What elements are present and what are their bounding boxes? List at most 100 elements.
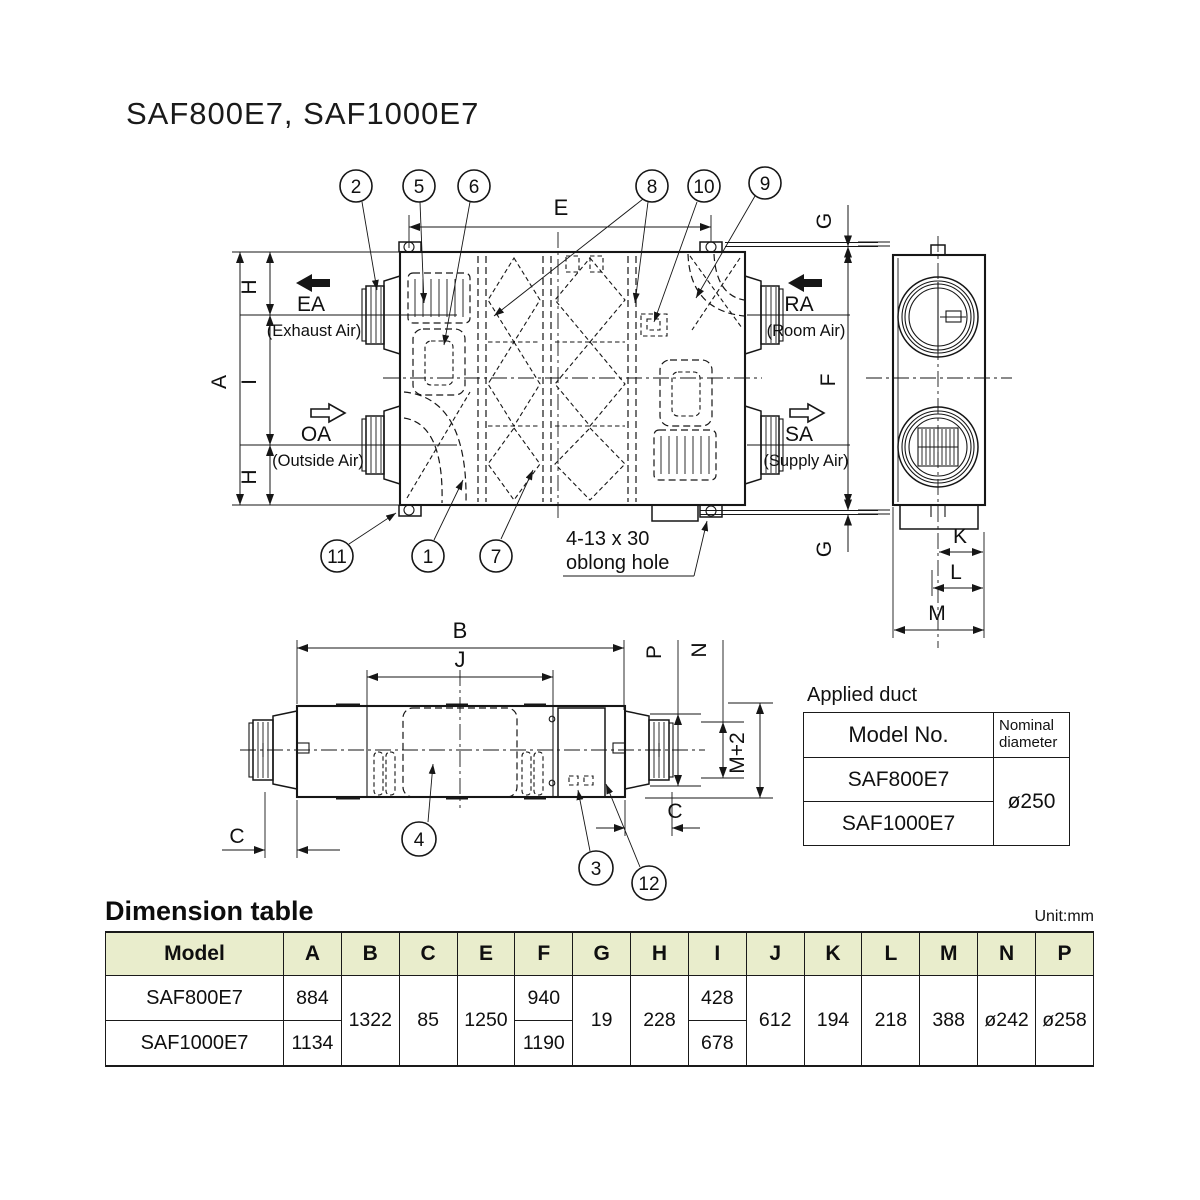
- col-header-g: G: [572, 931, 632, 976]
- dim-label-j: J: [455, 647, 466, 672]
- cell-a-saf1000e7: 1134: [283, 1020, 342, 1067]
- col-header-f: F: [514, 931, 574, 976]
- dim-label-c-left: C: [229, 825, 244, 848]
- page-title: SAF800E7, SAF1000E7: [126, 96, 480, 131]
- callout-9: 9: [760, 174, 771, 195]
- side-dimensions: K L M: [892, 507, 985, 638]
- port-label-oa: OA: [301, 423, 331, 446]
- dim-label-m-plus-2: M+2: [726, 732, 749, 773]
- dimension-table-unit: Unit:mm: [1034, 908, 1094, 925]
- callout-2: 2: [351, 177, 362, 198]
- cell-m-shared: 388: [919, 975, 979, 1067]
- ea-arrow-icon: [296, 274, 330, 292]
- side-view: [858, 236, 1012, 648]
- col-header-a: A: [283, 931, 342, 976]
- cell-f-saf1000e7: 1190: [514, 1020, 574, 1067]
- dim-label-n: N: [688, 642, 711, 657]
- oblong-hole-note-line2: oblong hole: [566, 552, 669, 574]
- col-header-p: P: [1034, 931, 1095, 976]
- front-dimensions: B J P N M+2 C: [222, 618, 773, 858]
- col-header-model: Model: [105, 931, 284, 976]
- col-header-e: E: [456, 931, 516, 976]
- dim-label-h-top: H: [238, 279, 261, 294]
- applied-duct-row-saf800e7: SAF800E7: [803, 757, 994, 802]
- cell-i-saf1000e7: 678: [687, 1020, 747, 1067]
- cell-a-saf800e7: 884: [283, 975, 342, 1021]
- dim-label-f: F: [817, 374, 840, 387]
- cell-e-shared: 1250: [456, 975, 516, 1067]
- col-header-l: L: [861, 931, 921, 976]
- callout-3: 3: [591, 859, 602, 880]
- callout-6: 6: [469, 177, 480, 198]
- callout-11: 11: [327, 547, 347, 568]
- dim-label-e: E: [554, 195, 569, 220]
- col-header-n: N: [977, 931, 1036, 976]
- port-label-sa: SA: [785, 423, 813, 446]
- front-view: [240, 670, 705, 808]
- dim-label-g-bottom: G: [813, 541, 836, 557]
- dimension-table-header-row: Model A B C E F G H I J K L M N P: [105, 931, 1095, 976]
- applied-duct-header-model: Model No.: [803, 712, 994, 758]
- oa-arrow-icon: [310, 402, 347, 424]
- applied-duct-row-saf1000e7: SAF1000E7: [803, 801, 994, 846]
- dim-label-g-top: G: [813, 213, 836, 229]
- dim-label-l: L: [950, 561, 962, 584]
- callout-8: 8: [647, 177, 658, 198]
- callout-12: 12: [638, 874, 659, 895]
- table-row-saf1000e7: SAF1000E7 1134 1190 678: [105, 1020, 1094, 1067]
- dim-label-h-bottom: H: [238, 469, 261, 484]
- ra-arrow-icon: [788, 274, 822, 292]
- port-label-ra-full: (Room Air): [767, 322, 846, 340]
- cell-p-shared: ø258: [1034, 975, 1095, 1067]
- callout-1: 1: [423, 547, 434, 568]
- dim-label-a: A: [208, 375, 231, 389]
- col-header-m: M: [919, 931, 979, 976]
- callout-4: 4: [414, 830, 425, 851]
- applied-duct-diameter-value: ø250: [993, 757, 1070, 846]
- sa-arrow-icon: [789, 402, 826, 424]
- port-label-sa-full: (Supply Air): [763, 452, 848, 470]
- plan-view: EA (Exhaust Air) OA (Outside Air) RA (Ro…: [240, 232, 850, 522]
- applied-duct-header-diameter: Nominal diameter: [993, 712, 1070, 758]
- callout-5: 5: [414, 177, 425, 198]
- port-label-ea: EA: [297, 293, 325, 316]
- cell-c-shared: 85: [398, 975, 458, 1067]
- applied-duct-header-diameter-line2: diameter: [999, 734, 1058, 751]
- cell-k-shared: 194: [803, 975, 863, 1067]
- dimension-table-title: Dimension table: [105, 896, 314, 926]
- col-header-i: I: [687, 931, 747, 976]
- callout-7: 7: [491, 547, 502, 568]
- col-header-j: J: [745, 931, 805, 976]
- cell-model-saf1000e7: SAF1000E7: [105, 1020, 284, 1067]
- dim-label-c-right: C: [667, 800, 682, 823]
- dim-label-k: K: [953, 525, 967, 548]
- cell-l-shared: 218: [861, 975, 921, 1067]
- port-label-ea-full: (Exhaust Air): [267, 322, 361, 340]
- applied-duct-table: Model No. Nominal diameter SAF800E7 ø250…: [803, 712, 1070, 846]
- cell-model-saf800e7: SAF800E7: [105, 975, 284, 1021]
- cell-h-shared: 228: [630, 975, 689, 1067]
- port-label-ra: RA: [784, 293, 813, 316]
- plan-dimensions: A H I H E G F G 4-13 x 30 o: [208, 195, 878, 577]
- cell-g-shared: 19: [572, 975, 632, 1067]
- callout-10: 10: [693, 177, 714, 198]
- table-row-saf800e7: SAF800E7 884 1322 85 1250 940 19 228 428…: [105, 975, 1095, 1067]
- dim-label-m: M: [928, 602, 946, 625]
- col-header-c: C: [398, 931, 458, 976]
- dimension-table: Model A B C E F G H I J K L M N P: [105, 931, 1095, 1067]
- col-header-k: K: [803, 931, 863, 976]
- cell-j-shared: 612: [745, 975, 805, 1067]
- applied-duct-header-diameter-line1: Nominal: [999, 717, 1055, 735]
- oblong-hole-note-line1: 4-13 x 30: [566, 528, 649, 550]
- col-header-b: B: [340, 931, 400, 976]
- dimension-table-panel: Dimension table Unit:mm Model A B C E F …: [105, 896, 1095, 1067]
- cell-b-shared: 1322: [340, 975, 400, 1067]
- dimension-table-header: Dimension table Unit:mm: [105, 896, 1094, 927]
- cell-i-saf800e7: 428: [687, 975, 747, 1021]
- cell-f-saf800e7: 940: [514, 975, 574, 1021]
- cell-n-shared: ø242: [977, 975, 1036, 1067]
- plan-internals: [383, 232, 762, 522]
- port-label-oa-full: (Outside Air): [272, 452, 364, 470]
